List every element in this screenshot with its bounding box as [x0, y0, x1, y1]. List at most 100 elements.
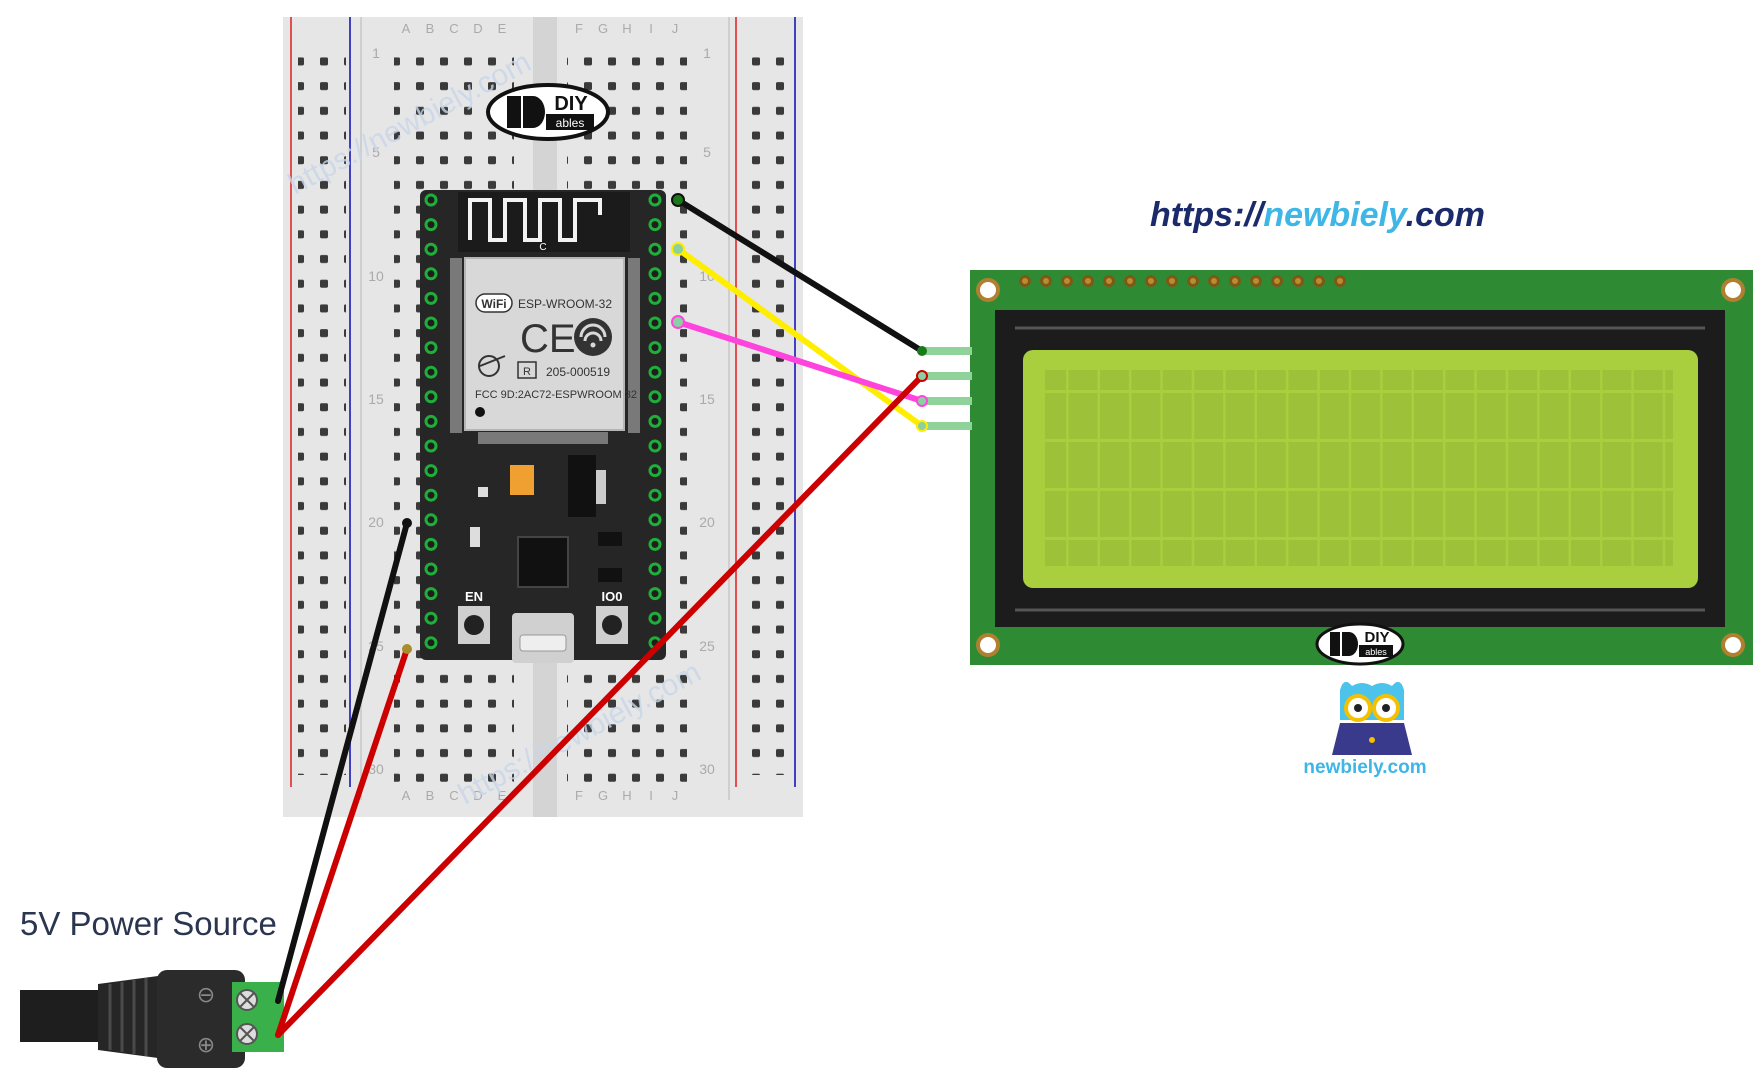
row-number-1-right: 1 [703, 45, 711, 61]
lcd-header-pin [1166, 275, 1178, 287]
esp32-pins-right [648, 193, 662, 650]
col-label-e: E [498, 21, 507, 36]
left-power-rail-holes [298, 45, 346, 775]
col-label-f-bottom: F [575, 788, 583, 803]
esp32-header-pin [648, 365, 662, 379]
esp32-header-pin [424, 316, 438, 330]
lcd-header-pins [1019, 275, 1346, 287]
col-label-a: A [402, 21, 411, 36]
esp32-header-pin [424, 562, 438, 576]
wifi-logo-icon [574, 318, 612, 356]
esp32-header-pin [648, 218, 662, 232]
lcd-header-pin [1229, 275, 1241, 287]
col-label-h: H [622, 21, 631, 36]
en-button-label: EN [465, 589, 483, 604]
col-label-b-bottom: B [426, 788, 435, 803]
esp32-board: C WiFi ESP-WROOM-32 CE [420, 190, 666, 663]
esp32-header-pin [424, 242, 438, 256]
esp32-header-pin [648, 316, 662, 330]
wifi-badge: WiFi [481, 297, 506, 311]
lcd-header-pin [1187, 275, 1199, 287]
esp32-header-pin [648, 464, 662, 478]
esp32-header-pin [648, 488, 662, 502]
site-url-title[interactable]: https://newbiely.com [1150, 196, 1485, 235]
esp32-header-pin [424, 365, 438, 379]
col-label-e-bottom: E [498, 788, 507, 803]
wire-sda-esp-to-lcd [675, 246, 925, 429]
esp32-header-pin [648, 242, 662, 256]
esp32-header-pin [424, 513, 438, 527]
row-number-10: 10 [368, 268, 384, 284]
col-label-d: D [473, 21, 482, 36]
cert-number: 205-000519 [546, 365, 610, 379]
esp32-header-pin [648, 611, 662, 625]
esp32-header-pin [648, 562, 662, 576]
esp32-header-pin [424, 341, 438, 355]
lcd-header-pin [1334, 275, 1346, 287]
i2c-backpack-pins [920, 347, 972, 430]
site-url-name: newbiely [1263, 196, 1406, 234]
wire-scl-esp-to-lcd [675, 319, 925, 404]
col-label-f: F [575, 21, 583, 36]
esp32-header-pin [648, 414, 662, 428]
antenna-mark: C [539, 242, 546, 253]
esp32-header-pin [424, 537, 438, 551]
terminal-plus-symbol: ⊕ [197, 1033, 215, 1058]
col-label-d-bottom: D [473, 788, 482, 803]
esp32-header-pin [424, 291, 438, 305]
col-label-i: I [649, 21, 653, 36]
io0-button-label: IO0 [602, 589, 623, 604]
col-label-b: B [426, 21, 435, 36]
footer-site-link[interactable]: newbiely.com [1303, 757, 1427, 778]
usb-uart-chip [517, 536, 569, 588]
logo-brand-top: DIY [554, 93, 588, 115]
wire-gnd-esp-to-lcd [675, 197, 925, 354]
mount-hole-icon [1721, 278, 1745, 302]
esp32-header-pin [424, 464, 438, 478]
reg-mark: R [523, 366, 531, 378]
dc-power-jack: ⊖ ⊕ [20, 970, 284, 1068]
esp32-pins-left [424, 193, 438, 650]
site-url-prefix: https:// [1150, 196, 1264, 234]
regulator-component [568, 455, 596, 517]
fcc-id: FCC 9D:2AC72-ESPWROOM 32 [475, 389, 637, 401]
esp32-header-pin [424, 488, 438, 502]
esp32-header-pin [424, 390, 438, 404]
row-number-5-right: 5 [703, 144, 711, 160]
lcd-module: DIY ables [920, 270, 1753, 666]
row-number-15-right: 15 [699, 391, 715, 407]
lcd-header-pin [1124, 275, 1136, 287]
col-label-j: J [672, 21, 679, 36]
esp32-header-pin [424, 414, 438, 428]
diyables-logo-lcd: DIY ables [1315, 622, 1405, 666]
row-number-20-right: 20 [699, 514, 715, 530]
col-label-i-bottom: I [649, 788, 653, 803]
esp32-header-pin [648, 513, 662, 527]
col-label-a-bottom: A [402, 788, 411, 803]
col-label-c-bottom: C [449, 788, 458, 803]
esp32-header-pin [648, 390, 662, 404]
logo-brand-bottom: ables [556, 116, 585, 130]
col-label-g: G [598, 21, 608, 36]
lcd-header-pin [1250, 275, 1262, 287]
col-label-j-bottom: J [672, 788, 679, 803]
row-number-5: 5 [372, 144, 380, 160]
capacitor-component [510, 465, 534, 495]
col-label-h-bottom: H [622, 788, 631, 803]
mount-hole-icon [976, 633, 1000, 657]
esp32-header-pin [424, 611, 438, 625]
row-number-1: 1 [372, 45, 380, 61]
lcd-logo-brand-bottom: ables [1365, 647, 1387, 657]
lcd-logo-brand-top: DIY [1364, 629, 1389, 646]
ce-mark-icon: CE [520, 317, 576, 361]
esp32-header-pin [648, 341, 662, 355]
lcd-header-pin [1145, 275, 1157, 287]
lcd-character-grid [1045, 370, 1673, 566]
esp32-header-pin [424, 218, 438, 232]
lcd-header-pin [1082, 275, 1094, 287]
diyables-logo-breadboard: DIY ables [486, 83, 610, 141]
row-number-30: 30 [368, 761, 384, 777]
wire-gnd-jack-to-esp [275, 520, 410, 1004]
lcd-header-pin [1208, 275, 1220, 287]
